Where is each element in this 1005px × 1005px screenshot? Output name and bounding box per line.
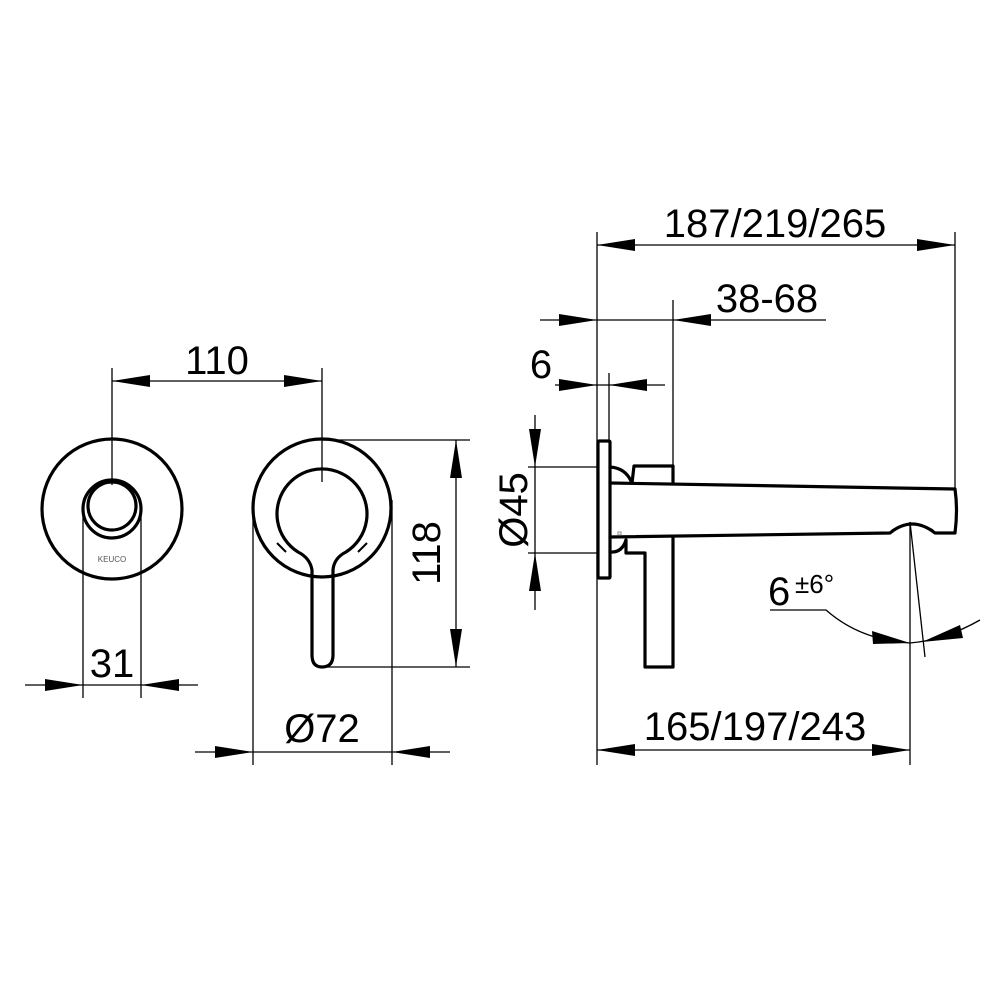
dimension-187-219-265: 187/219/265 (597, 202, 955, 251)
dim-31-label: 31 (90, 642, 135, 686)
handle-front-view (251, 368, 470, 765)
dim-72-label: Ø72 (284, 707, 360, 751)
dim-angle-label: 6 (768, 570, 790, 614)
spout-side-view (596, 232, 959, 765)
dimension-110: 110 (112, 339, 322, 387)
dimension-6: 6 (530, 343, 665, 391)
dim-118-label: 118 (405, 521, 449, 585)
dimension-angle: 6 ±6° (768, 569, 981, 644)
dimension-38-68: 38-68 (540, 277, 826, 326)
dim-total-projection-label: 187/219/265 (664, 202, 886, 246)
dim-45-label: Ø45 (492, 472, 536, 548)
dim-wall-depth-label: 38-68 (716, 277, 818, 321)
dim-6-label: 6 (530, 343, 552, 387)
logo-text: KEUCO (98, 555, 126, 564)
dimension-31: 31 (25, 642, 198, 691)
knob-front-view: KEUCO (40, 368, 184, 698)
dimension-165-197-243: 165/197/243 (597, 705, 910, 756)
dimension-72: Ø72 (195, 707, 450, 758)
dimension-45: Ø45 (492, 415, 597, 610)
dim-outlet-projection-label: 165/197/243 (644, 705, 866, 749)
dim-110-label: 110 (185, 339, 249, 383)
dimension-118: 118 (405, 440, 462, 667)
dim-angle-tolerance: ±6° (795, 569, 834, 599)
